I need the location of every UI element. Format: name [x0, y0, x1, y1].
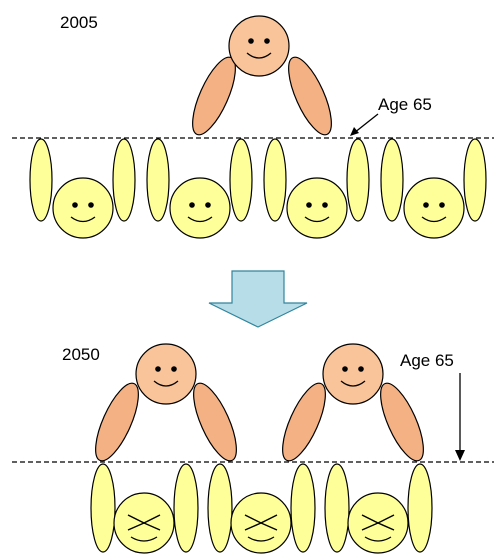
worker-arm-left — [208, 464, 232, 552]
worker-arm-left — [147, 139, 169, 221]
worker-arm-right — [408, 464, 432, 552]
worker-face — [53, 178, 113, 238]
down-arrow-icon — [209, 271, 307, 327]
elder-figure — [87, 344, 245, 466]
age-65-pointer — [350, 114, 378, 136]
worker-arm-left — [325, 464, 349, 552]
elder-figure — [184, 16, 340, 140]
year-label-2050: 2050 — [62, 345, 100, 364]
strained-face — [348, 493, 408, 553]
elder-arm-left — [87, 378, 147, 466]
elder-face — [323, 344, 383, 404]
worker-arm-right — [291, 464, 315, 552]
elder-arm-right — [185, 378, 245, 466]
worker-arm-left — [30, 139, 52, 221]
worker-figure — [264, 139, 369, 238]
elder-arm-right — [280, 52, 340, 140]
strained-face — [114, 493, 174, 553]
worker-face — [404, 178, 464, 238]
worker-arm-left — [381, 139, 403, 221]
panel-2050: 2050 Age 65 — [12, 344, 494, 553]
worker-arm-right — [113, 139, 135, 221]
worker-figure — [147, 139, 252, 238]
worker-figure — [381, 139, 486, 238]
worker-figure — [208, 464, 315, 553]
age-65-label: Age 65 — [378, 95, 432, 114]
elder-arm-left — [274, 378, 334, 466]
worker-arm-left — [91, 464, 115, 552]
worker-figure — [30, 139, 135, 238]
strained-face — [231, 493, 291, 553]
worker-arm-right — [347, 139, 369, 221]
age-65-label: Age 65 — [400, 351, 454, 370]
panel-2005: 2005 Age 65 — [12, 13, 494, 238]
year-label-2005: 2005 — [60, 13, 98, 32]
elder-face — [136, 344, 196, 404]
elder-arm-right — [372, 378, 432, 466]
worker-face — [287, 178, 347, 238]
worker-arm-right — [230, 139, 252, 221]
worker-figure — [325, 464, 432, 553]
worker-arm-right — [464, 139, 486, 221]
worker-figure — [91, 464, 198, 553]
worker-arm-left — [264, 139, 286, 221]
elder-face — [229, 16, 289, 76]
elder-arm-left — [184, 52, 244, 140]
age-65-pointer — [455, 373, 465, 461]
worker-arm-right — [174, 464, 198, 552]
worker-face — [170, 178, 230, 238]
